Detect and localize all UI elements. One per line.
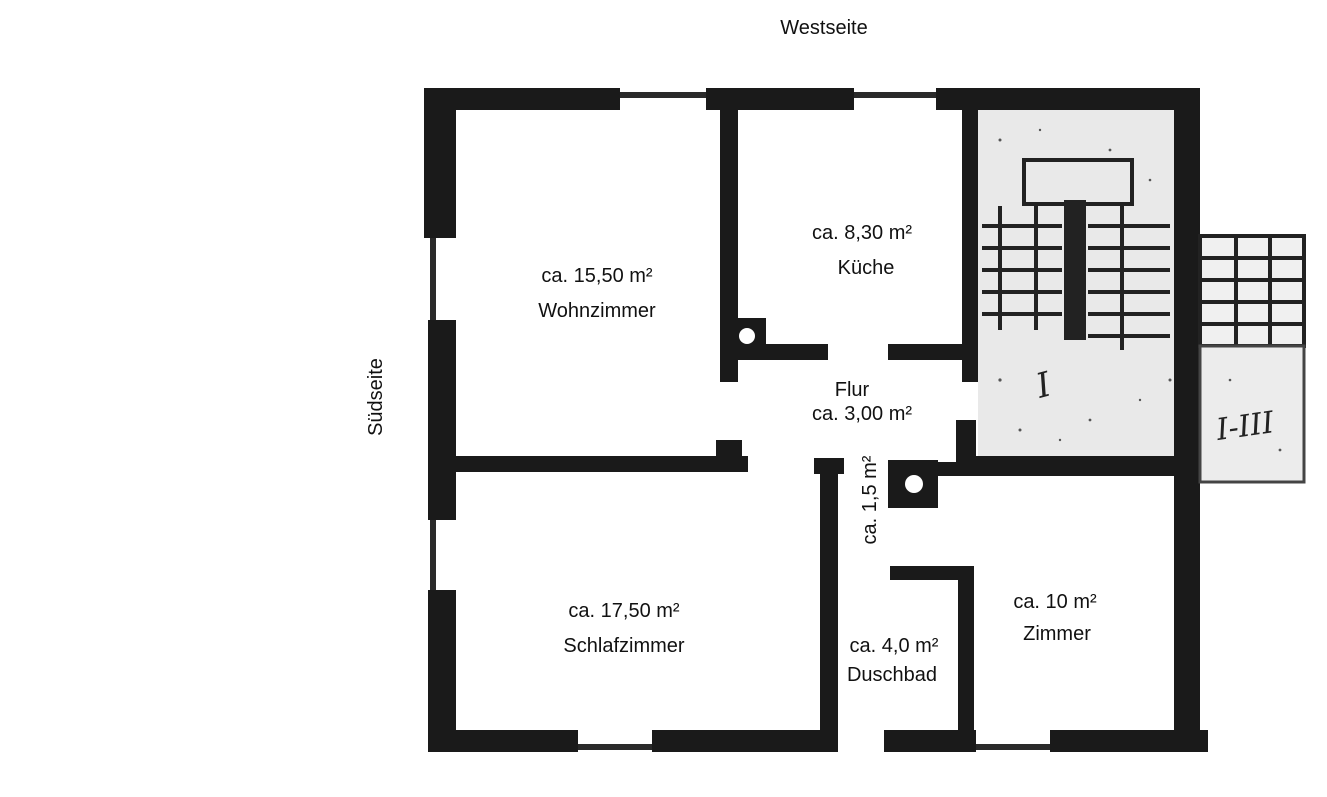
- stair-treads-right: [1088, 206, 1170, 350]
- wall-bad-left-cap: [814, 458, 844, 474]
- top-wall-3: [936, 88, 1200, 110]
- wall-wohn-schlaf-stub: [716, 440, 742, 464]
- bottom-wall-4: [1050, 730, 1208, 752]
- top-window-1: [620, 92, 706, 98]
- kueche-name: Küche: [838, 257, 895, 279]
- bottom-wall-1: [428, 730, 578, 752]
- label-west-side: Westseite: [780, 17, 867, 39]
- stair-treads-left: [982, 206, 1062, 330]
- scan-texture: [998, 128, 1282, 452]
- wohnzimmer-name: Wohnzimmer: [538, 300, 656, 322]
- left-window-1: [430, 238, 436, 320]
- top-wall-2: [706, 88, 854, 110]
- wall-kueche-stair: [962, 110, 978, 382]
- kueche-area: ca. 8,30 m²: [812, 222, 912, 244]
- wall-kueche-bottom-right: [888, 344, 968, 360]
- wall-wohn-kueche: [720, 110, 738, 382]
- zimmer-name: Zimmer: [1023, 623, 1091, 645]
- schlafzimmer-area: ca. 17,50 m²: [568, 600, 680, 622]
- bottom-window-2: [976, 744, 1050, 750]
- left-wall-1: [424, 88, 456, 238]
- outside-stair: [1198, 234, 1306, 484]
- flur-area: ca. 3,00 m²: [812, 403, 912, 425]
- walls: [424, 88, 1208, 752]
- wall-bad-left: [820, 464, 838, 752]
- left-window-2: [430, 520, 436, 590]
- stairwell: I I-III: [978, 110, 1306, 484]
- chimney-right-flue: [905, 475, 923, 493]
- bottom-wall-2: [652, 730, 838, 752]
- stair-mark-right: I-III: [1213, 405, 1277, 448]
- left-wall-3: [428, 590, 456, 752]
- wall-zimmer-top: [936, 462, 1176, 476]
- chimney-left-flue: [739, 328, 755, 344]
- wall-bad-right: [958, 566, 974, 752]
- stair-center-wall: [1064, 200, 1086, 340]
- duschbad-name: Duschbad: [847, 664, 937, 686]
- top-wall-1: [424, 88, 620, 110]
- wall-bad-top: [890, 566, 970, 580]
- label-south-side: Südseite: [365, 358, 387, 436]
- right-wall: [1174, 88, 1200, 752]
- wall-wohn-schlaf: [448, 456, 748, 472]
- wall-stair-bottom-left: [956, 420, 976, 474]
- duschbad-area: ca. 4,0 m²: [850, 635, 939, 657]
- wohnzimmer-area: ca. 15,50 m²: [541, 265, 653, 287]
- flur-name: Flur: [835, 379, 870, 401]
- bottom-wall-3: [884, 730, 976, 752]
- flur-nische-area: ca. 1,5 m²: [859, 455, 881, 544]
- zimmer-area: ca. 10 m²: [1013, 591, 1097, 613]
- top-window-2: [854, 92, 936, 98]
- left-wall-2: [428, 320, 456, 520]
- schlafzimmer-name: Schlafzimmer: [563, 635, 684, 657]
- bottom-window-1: [578, 744, 652, 750]
